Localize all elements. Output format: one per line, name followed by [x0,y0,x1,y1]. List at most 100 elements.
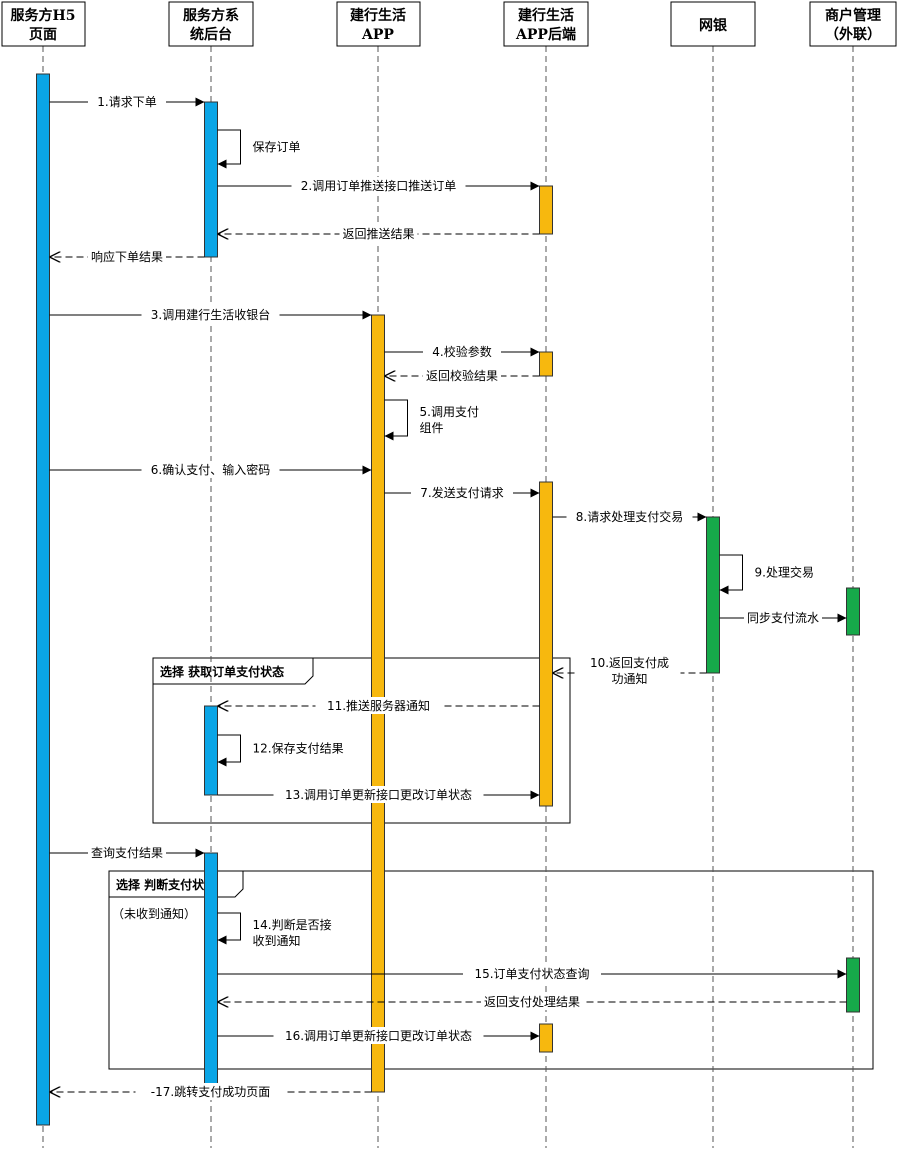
message-label: 返回校验结果 [426,368,498,383]
message-label: 同步支付流水 [747,611,819,625]
frame-guard: （未收到通知） [112,907,196,921]
participant-label: 服务方系 [183,7,239,24]
label-backdrop [273,1027,484,1044]
message-label: 返回支付处理结果 [484,995,580,1009]
participant-label: APP [361,27,394,43]
label-backdrop [141,306,280,323]
participant-box [809,1,897,47]
label-backdrop [135,1083,286,1100]
activation-bar [539,185,553,235]
message-11: 7.发送支付请求 [384,484,540,501]
label-backdrop [273,786,484,803]
message-label: 16.调用订单更新接口更改订单状态 [285,1028,472,1043]
frame-label: 选择 获取订单支付状态 [160,664,284,679]
participant-label: 服务方H5 [11,7,76,24]
participant-label: 网银 [699,17,728,34]
lifelines-layer [42,46,854,1148]
frame-tab [152,657,314,685]
label-backdrop [423,367,501,384]
label-backdrop [88,844,166,861]
message-label: 13.调用订单更新接口更改订单状态 [285,787,472,802]
alt-frame: 选择 获取订单支付状态 [152,657,571,824]
message-label: 1.请求下单 [97,95,156,109]
label-backdrop [744,609,822,626]
frame-border [152,657,571,824]
participant-label: 商户管理 [825,7,881,24]
message-label: 响应下单结果 [91,249,163,264]
label-backdrop [339,225,418,242]
message-label: 7.发送支付请求 [420,485,503,500]
frame-label: 选择 判断支付状态 [116,877,216,892]
message-label: 5.调用支付组件 [420,405,479,435]
message-label: 10.返回支付成功通知 [590,656,669,686]
label-backdrop [566,508,693,525]
message-9: 5.调用支付组件 [384,399,479,441]
label-backdrop [88,93,166,110]
self-message-arrow [384,399,408,441]
message-16: 11.推送服务器通知 [217,697,540,714]
label-backdrop [315,697,442,714]
message-label: 保存订单 [253,140,301,154]
message-label: 9.处理交易 [755,565,814,580]
message-5: 响应下单结果 [49,248,205,265]
message-label: 返回推送结果 [342,226,414,241]
message-label: 15.订单支付状态查询 [474,967,589,981]
message-4: 返回推送结果 [217,225,540,242]
message-1: 1.请求下单 [49,93,205,110]
message-3: 2.调用订单推送接口推送订单 [217,177,540,194]
self-message-arrow [217,129,241,169]
label-backdrop [141,461,280,478]
message-label: -17.跳转支付成功页面 [151,1084,270,1099]
participant-bank: 网银 [670,1,756,47]
message-24: -17.跳转支付成功页面 [49,1083,372,1100]
participant-h5: 服务方H5 页面 [1,1,86,47]
message-12: 8.请求处理支付交易 [552,508,707,525]
message-label: 12.保存支付结果 [253,742,344,756]
activation-bar [846,957,860,1013]
activation-bar [539,1023,553,1053]
activation-bar [706,516,720,674]
activation-bar [204,852,218,1086]
activation-bar [204,705,218,796]
activation-bar [539,351,553,377]
label-backdrop [578,654,681,690]
label-backdrop [88,248,166,265]
message-20: 14.判断是否接收到通知 [217,912,332,948]
participant-label: APP后端 [515,26,576,43]
message-13: 9.处理交易 [719,554,814,595]
message-21: 15.订单支付状态查询 [217,965,847,982]
message-17: 12.保存支付结果 [217,734,344,767]
message-label: 8.请求处理支付交易 [576,509,683,524]
participant-label: 建行生活 [518,7,574,24]
label-backdrop [423,343,501,360]
activation-bar [846,587,860,636]
participant-label: （外联） [825,26,881,43]
message-label: 11.推送服务器通知 [327,698,430,713]
activations-layer [36,73,860,1126]
activation-bar [36,73,50,1126]
message-10: 6.确认支付、输入密码 [49,461,372,478]
message-label: 查询支付结果 [91,846,163,860]
message-14: 同步支付流水 [719,609,847,626]
message-6: 3.调用建行生活收银台 [49,306,372,323]
message-label: 14.判断是否接收到通知 [253,917,332,948]
label-backdrop [481,993,583,1010]
participant-box [168,1,254,47]
activation-bar [539,481,553,807]
message-7: 4.校验参数 [384,343,540,360]
message-label: 3.调用建行生活收银台 [151,307,270,322]
message-18: 13.调用订单更新接口更改订单状态 [217,786,540,803]
participant-box [670,1,756,47]
message-label: 4.校验参数 [432,344,491,359]
self-message-arrow [719,554,743,595]
frame-border [108,870,874,1070]
message-19: 查询支付结果 [49,844,205,861]
participant-label: 统后台 [190,26,232,43]
message-23: 16.调用订单更新接口更改订单状态 [217,1027,540,1044]
message-22: 返回支付处理结果 [217,993,847,1010]
participant-label: 页面 [29,27,57,43]
